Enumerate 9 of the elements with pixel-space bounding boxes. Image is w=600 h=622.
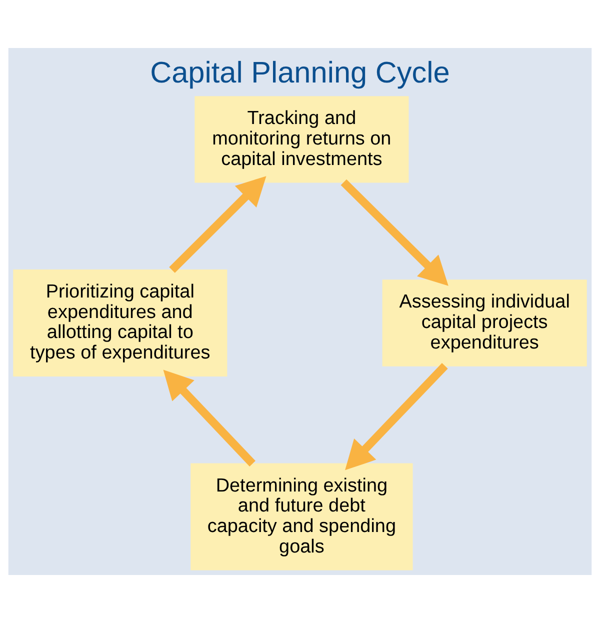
arrow (163, 369, 256, 466)
node-box: Prioritizing capital expenditures and allotting capital to types of expenditures (13, 269, 228, 376)
node-box: Determining existing and future debt capacity and spending goals (190, 462, 413, 570)
arrow (340, 178, 448, 286)
node-box: Assessing individual capital projects expenditures (382, 279, 587, 366)
node-box: Tracking and monitoring returns on capital investments (194, 96, 409, 182)
arrow (345, 362, 448, 470)
diagram-title: Capital Planning Cycle (150, 56, 450, 90)
arrow (169, 176, 266, 272)
